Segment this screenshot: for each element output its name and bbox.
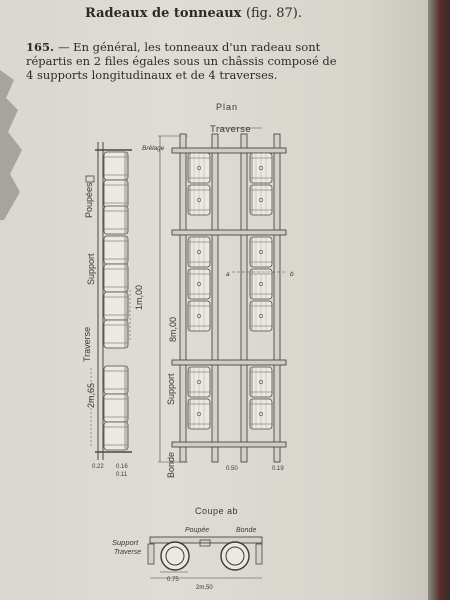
section-poupee-label: Poupée [185,527,209,534]
torn-edge-shape [0,70,22,220]
para-line-2: répartis en 2 files égales sous un châss… [26,54,337,68]
plan-view: Brêlage a b [142,127,294,472]
para-line-1: 165.— En général, les tonneaux d'un rade… [26,40,378,54]
section-traverse-label: Traverse [114,549,141,556]
para-line-3: 4 supports longitudinaux et de 4 travers… [26,68,278,82]
book-binding-edge [428,0,450,600]
mark-a: a [226,271,230,278]
mark-b: b [290,271,294,278]
dim-022-label: 0.22 [92,464,104,470]
section-title: Coupe ab [195,506,239,516]
section-dim-075-label: 0.75 [167,577,179,583]
side-elevation: 0.22 0.16 0.11 [85,142,132,478]
para-line-1-text: — En général, les tonneaux d'un radeau s… [58,40,321,54]
section-support-label: Support [112,538,139,547]
paragraph-165: 165.— En général, les tonneaux d'un rade… [26,40,378,82]
dim-016-label: 0.16 [116,464,128,470]
dim-011-label: 0.11 [116,472,128,478]
section-view: Support Traverse Poupée Bonde 0.75 2m,50 [112,527,263,591]
traverse-top-label: Traverse [210,124,252,135]
dim-019-label: 0.19 [272,466,284,472]
para-number: 165. [26,40,55,54]
plan-title: Plan [216,102,239,112]
heading-title: Radeaux de tonneaux [85,6,242,21]
heading-figure-ref: (fig. 87). [245,6,303,21]
dim-050-label: 0.50 [226,466,238,472]
section-bonde-label: Bonde [236,527,256,534]
section-heading: Radeaux de tonneaux (fig. 87). [85,6,385,21]
section-dim-250-label: 2m,50 [196,585,213,591]
brelage-label: Brêlage [142,145,165,152]
